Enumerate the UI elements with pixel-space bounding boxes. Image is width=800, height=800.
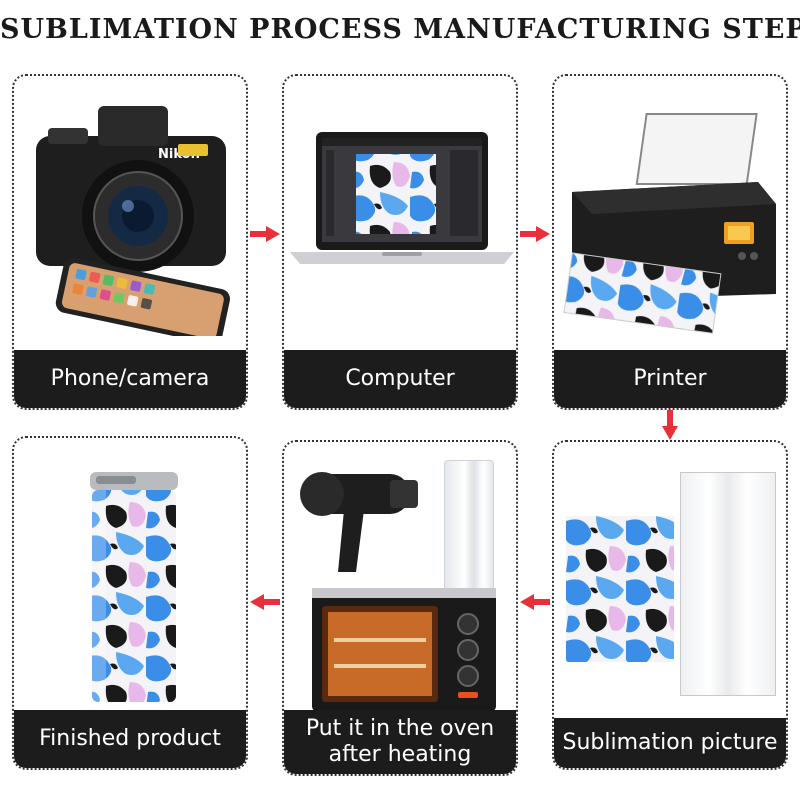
step-card-sublimation-picture: Sublimation picture: [552, 440, 788, 770]
step-label: Put it in the oven after heating: [284, 710, 516, 774]
arrow-right-icon: [520, 226, 550, 242]
phone-icon: [55, 257, 231, 336]
step-label: Sublimation picture: [554, 718, 786, 768]
arrow-left-icon: [250, 594, 280, 610]
page-title: SUBLIMATION PROCESS MANUFACTURING STEPS: [0, 14, 800, 45]
step-card-finished-product: Finished product: [12, 436, 248, 770]
step-label: Printer: [554, 350, 786, 408]
oven-icon: [312, 588, 496, 712]
arrow-left-icon: [520, 594, 550, 610]
camera-illustration: Nikon: [36, 106, 231, 336]
hair-dryer-icon: [300, 472, 418, 572]
transfer-sleeve-image: [680, 472, 776, 696]
step-label: Computer: [284, 350, 516, 408]
step-card-phone-camera: Nikon Phone/ca: [12, 74, 248, 410]
step-label: Phone/camera: [14, 350, 246, 408]
arrow-right-icon: [250, 226, 280, 242]
sublimation-print-image: [566, 516, 674, 662]
shrink-wrap-image: [444, 460, 494, 590]
tumbler-icon: [90, 472, 178, 702]
step-label: Finished product: [14, 710, 246, 768]
laptop-icon: [290, 132, 514, 264]
printer-icon: [563, 113, 776, 334]
step-card-computer: Computer: [282, 74, 518, 410]
step-card-oven: Put it in the oven after heating: [282, 440, 518, 776]
step-card-printer: Printer: [552, 74, 788, 410]
arrow-down-icon: [662, 410, 678, 440]
